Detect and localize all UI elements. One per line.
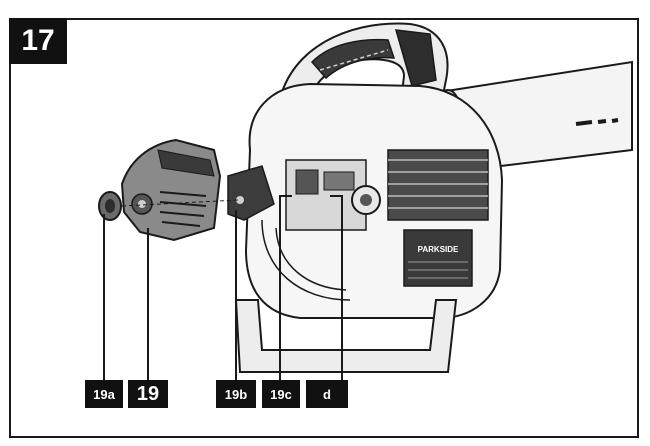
- leader-19d: [330, 195, 343, 380]
- callout-19d: d: [306, 380, 348, 408]
- callout-19b: 19b: [216, 380, 256, 408]
- brand-plate: [403, 229, 473, 287]
- base-frame: [234, 299, 458, 373]
- callout-19: 19: [128, 380, 168, 408]
- callout-19a: 19a: [85, 380, 123, 408]
- leader-19c: [279, 195, 292, 380]
- figure-number-badge: 17: [9, 18, 67, 64]
- engine-fins: [387, 149, 489, 221]
- handle-grip: [310, 38, 396, 80]
- brand-plate-text: PARKSIDE: [418, 245, 459, 254]
- filter-bracket: [227, 165, 275, 221]
- trigger: [394, 29, 437, 87]
- callout-19c: 19c: [262, 380, 300, 408]
- assembly-line: [121, 199, 239, 207]
